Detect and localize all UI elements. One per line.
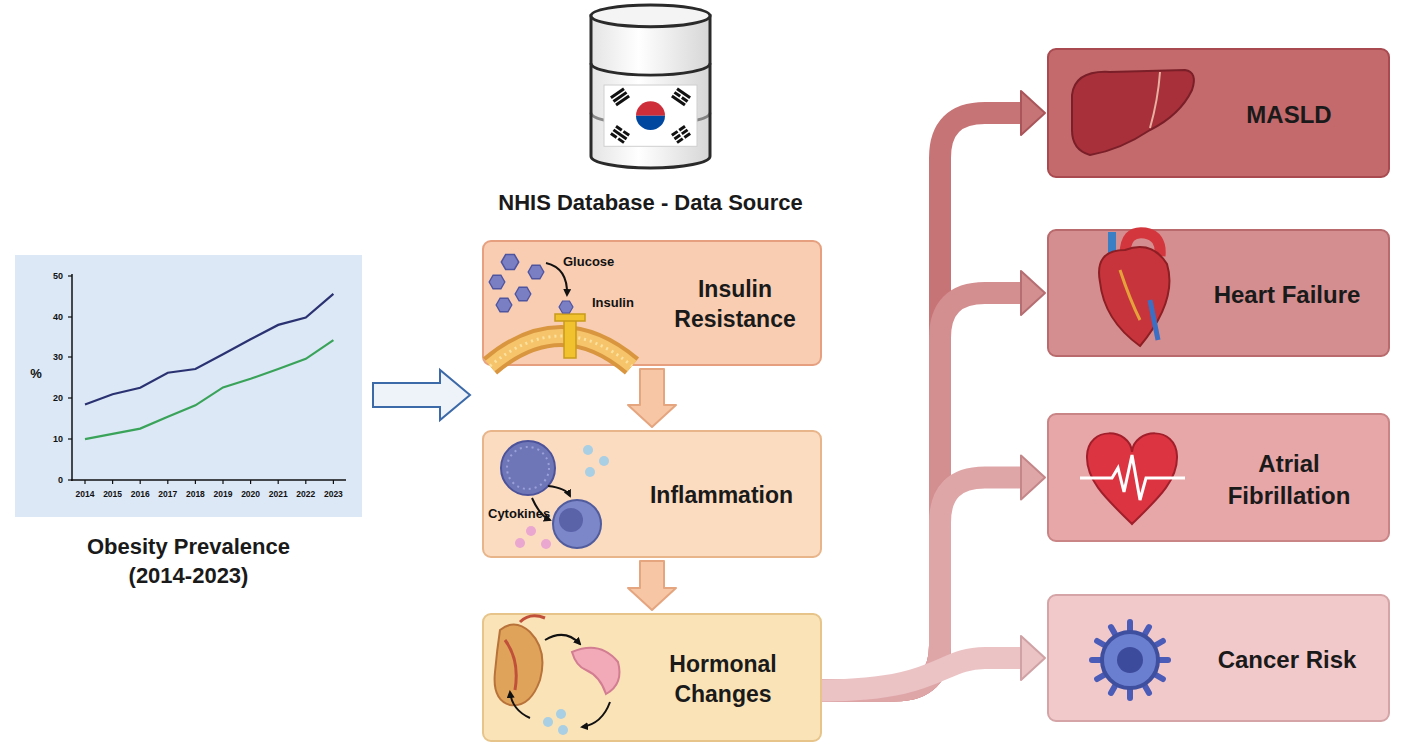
part-label: Cytokines	[488, 506, 550, 521]
insulin-illustration	[489, 255, 632, 367]
outcome-box: Atrial Fibrillation	[1047, 413, 1390, 542]
arrow-head	[1021, 271, 1045, 315]
node-label: Heart Failure	[1214, 279, 1361, 310]
axis-label: 20	[53, 393, 63, 403]
text-area: Inflammation	[624, 432, 819, 560]
axis-label: 2015	[103, 489, 122, 499]
node-label: Hormonal Changes	[639, 650, 807, 710]
ecg-heart-icon	[1080, 433, 1185, 524]
axis-label: 10	[53, 434, 63, 444]
axis-label: 2019	[214, 489, 233, 499]
connector-line	[822, 658, 1021, 690]
connector	[628, 561, 676, 610]
chart-panel: Obesity Prevalence (2014-2023)	[15, 255, 362, 517]
node-label: Cancer Risk	[1218, 644, 1357, 675]
node-label: Insulin Resistance	[652, 275, 818, 335]
arrow-head	[1021, 636, 1045, 680]
text-area: Hormonal Changes	[639, 615, 807, 744]
connector	[822, 636, 1045, 690]
outcome-box: Cancer Risk	[1047, 594, 1390, 722]
cell-illustration	[501, 441, 609, 549]
arrow-head	[1021, 91, 1045, 135]
process-box: Hormonal Changes	[482, 613, 822, 742]
process-box: Insulin Resistance	[482, 240, 822, 366]
text-area: MASLD	[1199, 50, 1379, 180]
part-label: Glucose	[563, 254, 614, 269]
axis-label: 40	[53, 312, 63, 322]
connector	[822, 271, 1045, 690]
heart-icon	[1099, 232, 1169, 346]
axis-label: 2017	[158, 489, 177, 499]
node-label: Obesity Prevalence (2014-2023)	[59, 533, 319, 590]
outcome-box: Heart Failure	[1047, 229, 1390, 357]
arrow-head	[1021, 456, 1045, 500]
node-label: NHIS Database - Data Source	[498, 189, 802, 218]
axis-label: 2014	[76, 489, 95, 499]
axis-label: 2022	[296, 489, 315, 499]
process-box: Inflammation	[482, 430, 822, 558]
liver-icon	[1072, 70, 1194, 155]
connector-line	[822, 293, 1021, 690]
gland-illustration	[495, 616, 620, 735]
axis-label: 2023	[324, 489, 343, 499]
series-line	[85, 294, 333, 405]
flow-arrow	[373, 370, 470, 420]
line-chart	[68, 274, 346, 484]
text-area: Cancer Risk	[1189, 596, 1385, 724]
connector-line	[822, 478, 1021, 691]
node-label: MASLD	[1246, 99, 1331, 130]
axis-label: 2020	[241, 489, 260, 499]
axis-label: 2018	[186, 489, 205, 499]
axis-label: %	[30, 366, 42, 381]
text-area: Atrial Fibrillation	[1199, 415, 1379, 544]
connector	[822, 91, 1045, 690]
outcome-box: MASLD	[1047, 48, 1390, 178]
node-label: Inflammation	[650, 481, 793, 511]
database-cylinder	[588, 2, 713, 172]
axis-label: 50	[53, 271, 63, 281]
connector	[822, 456, 1045, 691]
axis-label: 0	[58, 475, 63, 485]
text-area: NHIS Database - Data Source	[438, 185, 863, 221]
axis-label: 2016	[131, 489, 150, 499]
text-area: Heart Failure	[1189, 231, 1385, 359]
cell-icon	[1092, 622, 1168, 698]
connector	[628, 369, 676, 427]
series-line	[85, 340, 333, 439]
axis-label: 30	[53, 352, 63, 362]
node-label: Atrial Fibrillation	[1199, 448, 1379, 510]
block-arrow	[628, 561, 676, 610]
part-label: Insulin	[592, 295, 634, 310]
database-cylinder-node: NHIS Database - Data Source	[588, 2, 713, 172]
axis-label: 2021	[269, 489, 288, 499]
connector-line	[822, 113, 1021, 690]
text-area: Insulin Resistance	[652, 242, 818, 368]
block-arrow	[628, 369, 676, 427]
text-area: Obesity Prevalence (2014-2023)	[15, 523, 362, 601]
